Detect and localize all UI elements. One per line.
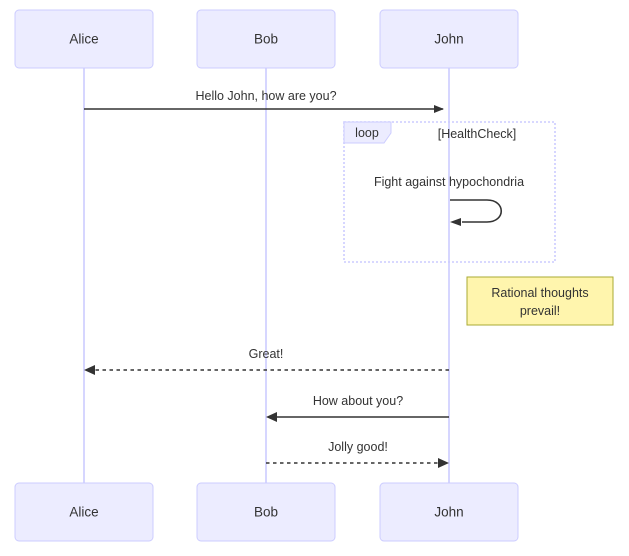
actor-top-john-box[interactable] <box>379 9 519 69</box>
actor-top-alice-box[interactable] <box>14 9 154 69</box>
note-rational-thoughts-box[interactable] <box>466 276 614 326</box>
note-rational-thoughts-line2: prevail! <box>520 304 560 318</box>
message-how-about-you-label: How about you? <box>313 394 403 408</box>
message-jolly-good[interactable]: Jolly good! <box>266 440 449 468</box>
loop-condition-label: [HealthCheck] <box>438 127 517 141</box>
actor-top-bob[interactable]: Bob <box>196 9 336 69</box>
message-jolly-good-label: Jolly good! <box>328 440 388 454</box>
actor-bottom-bob[interactable]: Bob <box>196 482 336 542</box>
message-how-about-you-arrowhead <box>266 412 277 422</box>
actor-bottom-bob-label: Bob <box>254 505 278 520</box>
actor-top-alice[interactable]: Alice <box>14 9 154 69</box>
actor-top-john[interactable]: John <box>379 9 519 69</box>
actor-bottom-alice[interactable]: Alice <box>14 482 154 542</box>
actor-header-group: Alice Bob John <box>14 9 519 69</box>
actor-footer-group: Alice Bob John <box>14 482 519 542</box>
actor-bottom-alice-box[interactable] <box>14 482 154 542</box>
message-fight-hypochondria-arrowhead <box>450 218 461 226</box>
actor-top-alice-label: Alice <box>69 32 98 47</box>
actor-bottom-john-box[interactable] <box>379 482 519 542</box>
actor-bottom-john-label: John <box>434 505 463 520</box>
message-great[interactable]: Great! <box>84 347 449 375</box>
actor-top-john-label: John <box>434 32 463 47</box>
message-fight-hypochondria-selfloop[interactable] <box>450 199 503 223</box>
actor-top-bob-label: Bob <box>254 32 278 47</box>
message-fight-hypochondria[interactable]: Fight against hypochondria <box>374 175 524 226</box>
actor-bottom-bob-box[interactable] <box>196 482 336 542</box>
actor-bottom-john[interactable]: John <box>379 482 519 542</box>
message-fight-hypochondria-label: Fight against hypochondria <box>374 175 524 189</box>
message-great-label: Great! <box>249 347 284 361</box>
loop-block-healthcheck[interactable]: loop [HealthCheck] Fight against hypocho… <box>343 121 556 263</box>
actor-bottom-alice-label: Alice <box>69 505 98 520</box>
note-rational-thoughts[interactable]: Rational thoughts prevail! <box>466 276 614 326</box>
message-great-arrowhead <box>84 365 95 375</box>
lifelines <box>83 68 450 489</box>
loop-keyword-label: loop <box>355 126 379 140</box>
message-hello-john-label: Hello John, how are you? <box>195 89 336 103</box>
loop-block-frame <box>343 121 556 263</box>
message-how-about-you[interactable]: How about you? <box>266 394 449 422</box>
loop-keyword-tab <box>343 121 392 144</box>
message-hello-john[interactable]: Hello John, how are you? <box>84 89 444 113</box>
actor-top-bob-box[interactable] <box>196 9 336 69</box>
message-jolly-good-arrowhead <box>438 458 449 468</box>
note-rational-thoughts-line1: Rational thoughts <box>491 286 588 300</box>
